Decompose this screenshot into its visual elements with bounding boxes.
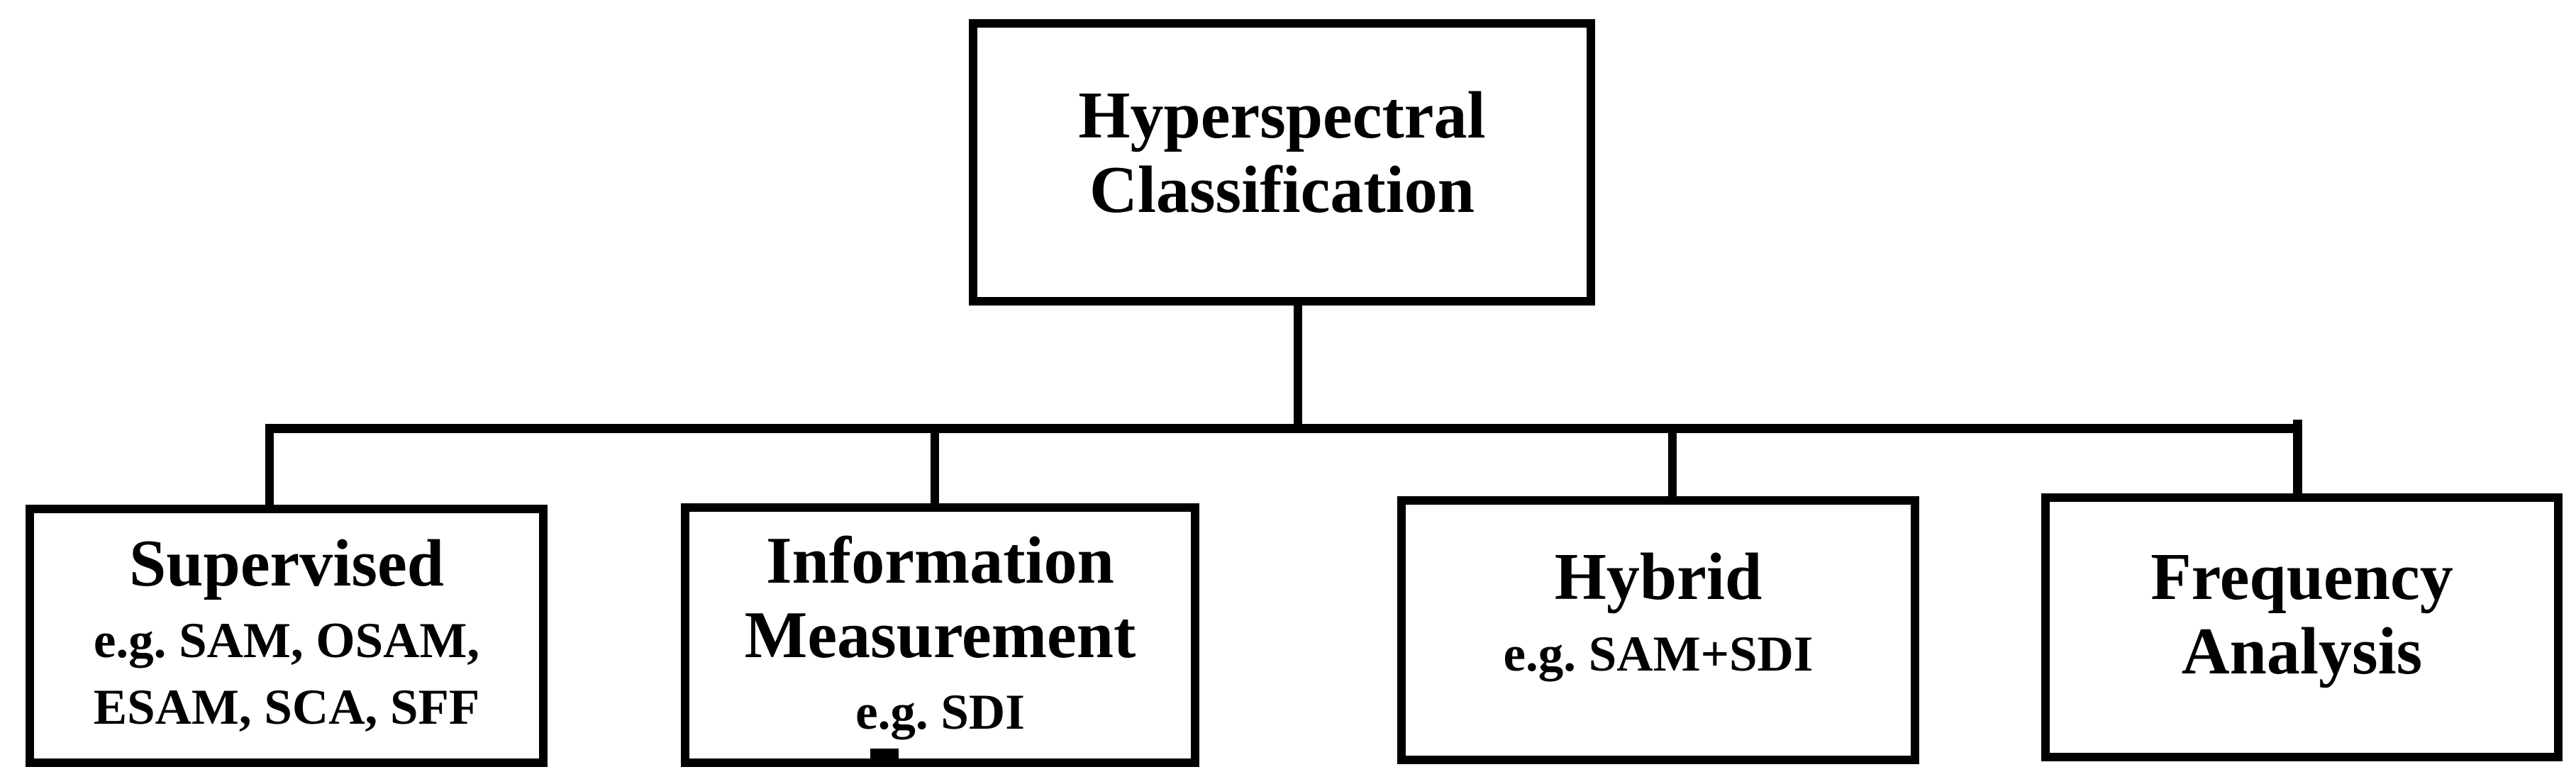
connector-horizontal-line — [265, 424, 2302, 433]
supervised-box-title: Supervised — [129, 527, 444, 601]
supervised-box-title-line1: Supervised — [129, 526, 444, 600]
information-measurement-box-title-line1: Information — [766, 523, 1114, 598]
connector-drop-supervised — [265, 428, 274, 508]
hybrid-box-title-line1: Hybrid — [1554, 539, 1762, 614]
frequency-analysis-box-title: Frequency Analysis — [2150, 540, 2453, 690]
root-box-title-line1: Hyperspectral — [1078, 78, 1486, 152]
supervised-box-examples: e.g. SAM, OSAM, ESAM, SCA, SFF — [94, 608, 479, 741]
supervised-box-example-line2: ESAM, SCA, SFF — [93, 679, 480, 735]
root-box-hyperspectral-classification: Hyperspectral Classification — [969, 19, 1595, 306]
information-measurement-box-example-line1: e.g. SDI — [855, 685, 1025, 741]
hybrid-box-examples: e.g. SAM+SDI — [1504, 622, 1814, 688]
frequency-analysis-box-title-line1: Frequency — [2150, 539, 2453, 614]
connector-drop-hybrid — [1668, 428, 1677, 499]
root-box-title: Hyperspectral Classification — [1078, 79, 1485, 228]
information-measurement-box-examples: e.g. SDI — [855, 680, 1025, 746]
hybrid-box-title: Hybrid — [1555, 540, 1762, 615]
connector-drop-information-measurement — [931, 428, 939, 506]
hybrid-box-example-line1: e.g. SAM+SDI — [1503, 626, 1814, 682]
information-measurement-box-title: Information Measurement — [745, 524, 1136, 673]
root-box-title-line2: Classification — [1089, 153, 1475, 227]
hybrid-box: Hybrid e.g. SAM+SDI — [1397, 496, 1919, 764]
connector-root-stub — [1294, 301, 1302, 429]
information-measurement-box-title-line2: Measurement — [744, 598, 1136, 673]
frequency-analysis-box-title-line2: Analysis — [2181, 615, 2423, 688]
information-measurement-box: Information Measurement e.g. SDI — [681, 503, 1199, 767]
stray-ink-mark — [870, 749, 899, 758]
connector-drop-frequency-analysis — [2293, 420, 2302, 496]
frequency-analysis-box: Frequency Analysis — [2041, 493, 2563, 761]
supervised-box-example-line1: e.g. SAM, OSAM, — [93, 612, 480, 668]
supervised-box: Supervised e.g. SAM, OSAM, ESAM, SCA, SF… — [26, 505, 548, 767]
